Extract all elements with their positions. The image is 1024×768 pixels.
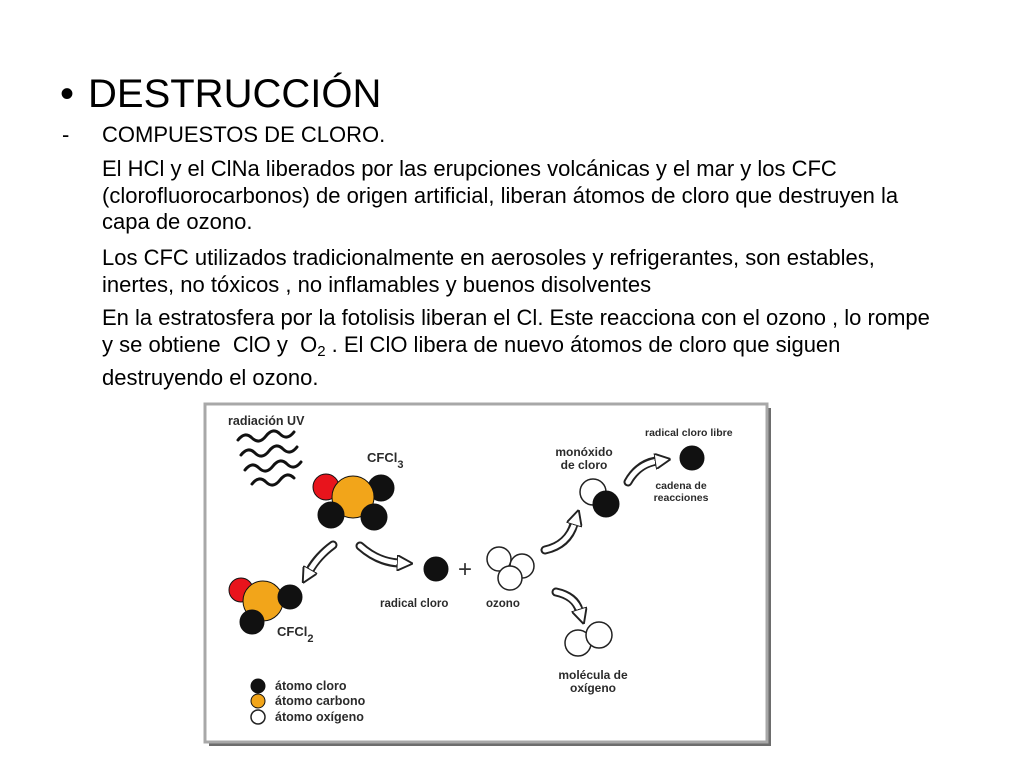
paragraph-line: (clorofluorocarbonos) de origen artifici… [102,182,899,208]
cfcl3-main: CFCl [367,450,397,465]
molecula-label-line1: molécula de [558,668,628,682]
uv-waves-icon [236,429,303,487]
cfcl3-label: CFCl3 [367,450,403,471]
chlorine-atom [592,490,620,518]
title-bullet: • [60,72,75,116]
uv-wave [239,444,299,458]
subscript: 2 [317,342,326,360]
cfcl3-molecule [312,473,395,531]
uv-wave [250,473,296,487]
monoxido-label-line2: de cloro [561,458,608,472]
oxygen-molecule [564,621,613,657]
arrow-to-radical [355,541,400,563]
ozono-label: ozono [486,598,520,610]
subtitle-dash: - [62,122,70,147]
paragraph-line: El HCl y el ClNa liberados por las erupc… [102,156,837,181]
slide-title: DESTRUCCIÓN [88,72,382,116]
arrow-to-free-radical [623,461,658,487]
carbon-atom [331,475,375,519]
cfcl2-molecule [228,577,303,635]
paragraph-3: En la estratosfera por la fotolisis libe… [102,305,930,392]
line-text-after: . El ClO libera de nuevo átomos de cloro… [325,331,841,357]
legend-label: átomo carbono [275,694,366,708]
radical-libre-label: radical cloro libre [645,427,733,439]
slide-subtitle: COMPUESTOS DE CLORO. [102,122,386,147]
ozone-molecule [486,546,535,591]
arrow-to-cfcl2 [309,540,338,572]
chlorine-radical-atom [423,556,449,582]
legend-label: átomo oxígeno [275,710,364,724]
legend-swatch-chlorine [250,678,266,694]
chlorine-atom [317,501,345,529]
monoxido-label-line1: monóxido [555,445,612,459]
legend-swatch-carbon [250,693,266,709]
chlorine-atom [360,503,388,531]
molecula-label-line2: oxígeno [570,681,616,695]
chlorine-atom [239,609,265,635]
paragraph-line: Los CFC utilizados tradicionalmente en a… [102,245,875,270]
cfcl2-main: CFCl [277,624,307,639]
paragraph-line: capa de ozono. [102,209,253,234]
legend-label: átomo cloro [275,679,347,693]
plus-sign: + [458,556,472,583]
cadena-label-line2: reacciones [654,492,709,504]
radical-cloro-label: radical cloro [380,598,448,610]
uv-wave [236,429,296,443]
paragraph-1: El HCl y el ClNa liberados por las erupc… [102,156,898,236]
chlorine-atom [277,584,303,610]
chlorine-monoxide-molecule [579,478,620,518]
uv-label: radiación UV [228,414,305,428]
cfcl2-sub: 2 [307,633,313,645]
diagram-frame [203,402,769,744]
cfcl2-label: CFCl2 [277,624,313,645]
arrow-to-oxygen-molecule [551,587,580,612]
cfcl3-sub: 3 [397,459,403,471]
arrow-to-monoxide [540,522,575,555]
cadena-label-line1: cadena de [655,480,707,492]
paragraph-line: destruyendo el ozono. [102,365,319,390]
paragraph-line: y se obtiene ClO y O2 . El ClO libera de… [102,332,930,366]
paragraph-line: En la estratosfera por la fotolisis libe… [102,305,930,330]
oxygen-atom [486,546,512,572]
ozone-destruction-diagram: radiación UV CFCl3 [203,402,771,746]
oxygen-atom [497,565,523,591]
legend-swatch-oxygen [250,709,266,725]
oxygen-atom [585,621,613,649]
legend: átomo cloro átomo carbono átomo oxígeno [250,678,366,725]
uv-wave [243,459,303,473]
paragraph-line: inertes, no tóxicos , no inflamables y b… [102,271,652,297]
free-chlorine-atom [679,445,705,471]
line-text-before: y se obtiene ClO y O [102,331,318,357]
paragraph-2: Los CFC utilizados tradicionalmente en a… [102,245,875,298]
